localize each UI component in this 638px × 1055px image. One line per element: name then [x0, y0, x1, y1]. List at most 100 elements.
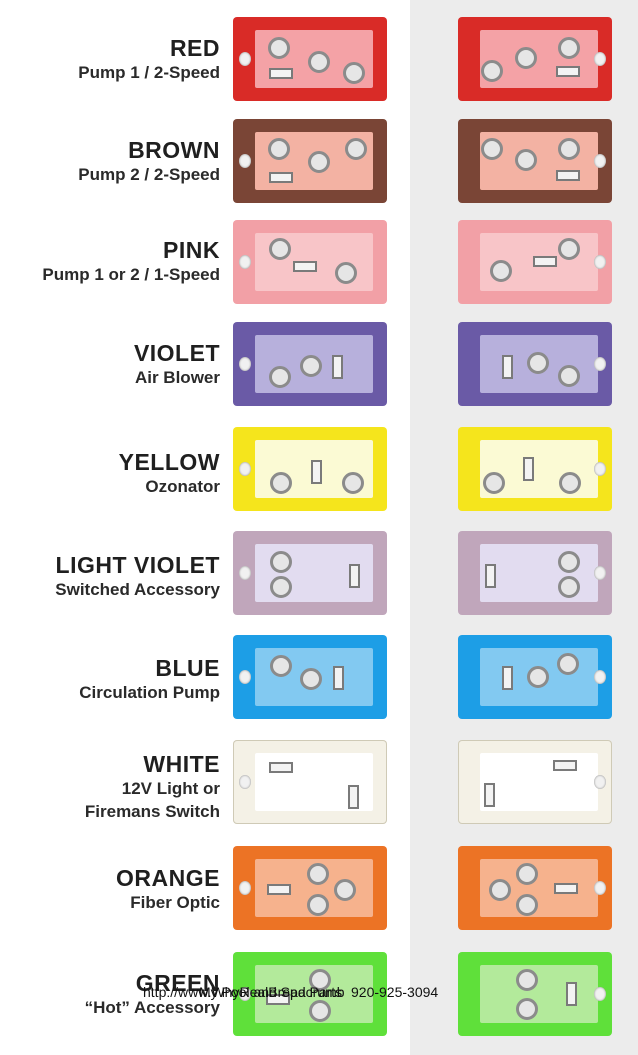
- blade-terminal: [533, 256, 557, 267]
- connector-green-left: [233, 952, 387, 1036]
- connector-white-right: [458, 740, 612, 824]
- pin-socket: [558, 37, 580, 59]
- pin-socket: [307, 894, 329, 916]
- pin-socket: [515, 47, 537, 69]
- pin-socket: [558, 576, 580, 598]
- pin-socket: [268, 37, 290, 59]
- connector-white-left: [233, 740, 387, 824]
- label-light-violet: LIGHT VIOLET Switched Accessory: [55, 553, 220, 601]
- pin-socket: [300, 355, 322, 377]
- latch-nub: [594, 775, 606, 789]
- blade-terminal: [566, 982, 577, 1006]
- connector-name: PINK: [163, 237, 220, 263]
- connector-green-right: [458, 952, 612, 1036]
- blade-terminal: [333, 666, 344, 690]
- connector-desc: Circulation Pump: [79, 683, 220, 702]
- pin-socket: [481, 60, 503, 82]
- caption-phone: 920-925-3094: [351, 984, 439, 1000]
- connector-light-violet-right: [458, 531, 612, 615]
- blade-terminal: [485, 564, 496, 588]
- connector-violet-right: [458, 322, 612, 406]
- blade-terminal: [266, 994, 290, 1005]
- connector-desc: 12V Light or: [121, 779, 220, 798]
- blade-terminal: [269, 68, 293, 79]
- blade-terminal: [553, 760, 577, 771]
- connector-name: BLUE: [155, 655, 220, 681]
- blade-terminal: [293, 261, 317, 272]
- blade-terminal: [349, 564, 360, 588]
- pin-socket: [516, 998, 538, 1020]
- latch-nub: [594, 670, 606, 684]
- blade-terminal: [332, 355, 343, 379]
- connector-name: GREEN: [135, 970, 220, 996]
- label-brown: BROWN Pump 2 / 2-Speed: [78, 138, 220, 186]
- connector-name: LIGHT VIOLET: [55, 552, 220, 578]
- blade-terminal: [523, 457, 534, 481]
- connector-pink-right: [458, 220, 612, 304]
- label-orange: ORANGE Fiber Optic: [116, 866, 220, 914]
- pin-socket: [559, 472, 581, 494]
- pin-socket: [270, 472, 292, 494]
- pin-socket: [481, 138, 503, 160]
- pin-socket: [345, 138, 367, 160]
- connector-pink-left: [233, 220, 387, 304]
- latch-nub: [239, 987, 251, 1001]
- connector-desc: “Hot” Accessory: [84, 998, 220, 1017]
- pin-socket: [342, 472, 364, 494]
- blade-terminal: [502, 355, 513, 379]
- connector-name: YELLOW: [118, 449, 220, 475]
- blade-terminal: [484, 783, 495, 807]
- latch-nub: [239, 775, 251, 789]
- pin-socket: [558, 551, 580, 573]
- connector-violet-left: [233, 322, 387, 406]
- latch-nub: [594, 987, 606, 1001]
- connector-blue-right: [458, 635, 612, 719]
- connector-brown-left: [233, 119, 387, 203]
- blade-terminal: [556, 170, 580, 181]
- blade-terminal: [269, 762, 293, 773]
- pin-socket: [516, 969, 538, 991]
- label-red: RED Pump 1 / 2-Speed: [78, 36, 220, 84]
- pin-socket: [308, 51, 330, 73]
- pin-socket: [515, 149, 537, 171]
- pin-socket: [307, 863, 329, 885]
- blade-terminal: [502, 666, 513, 690]
- connector-yellow-left: [233, 427, 387, 511]
- pin-socket: [557, 653, 579, 675]
- pin-socket: [309, 969, 331, 991]
- connector-blue-left: [233, 635, 387, 719]
- latch-nub: [594, 566, 606, 580]
- pin-socket: [343, 62, 365, 84]
- connector-yellow-right: [458, 427, 612, 511]
- pin-socket: [483, 472, 505, 494]
- connector-name: RED: [169, 35, 220, 61]
- blade-terminal: [556, 66, 580, 77]
- latch-nub: [239, 255, 251, 269]
- blade-terminal: [348, 785, 359, 809]
- connector-face: [480, 544, 598, 602]
- connector-desc: Ozonator: [145, 477, 220, 496]
- connector-brown-right: [458, 119, 612, 203]
- connector-light-violet-left: [233, 531, 387, 615]
- pin-socket: [309, 1000, 331, 1022]
- pin-socket: [270, 655, 292, 677]
- label-blue: BLUE Circulation Pump: [79, 656, 220, 704]
- pin-socket: [268, 138, 290, 160]
- pin-socket: [516, 894, 538, 916]
- latch-nub: [594, 154, 606, 168]
- pin-socket: [335, 262, 357, 284]
- connector-desc: Switched Accessory: [55, 580, 220, 599]
- blade-terminal: [267, 884, 291, 895]
- latch-nub: [239, 52, 251, 66]
- pin-socket: [308, 151, 330, 173]
- pin-socket: [269, 366, 291, 388]
- connector-name: VIOLET: [133, 340, 220, 366]
- pin-socket: [269, 238, 291, 260]
- latch-nub: [594, 52, 606, 66]
- label-green: GREEN “Hot” Accessory: [85, 971, 220, 1019]
- latch-nub: [594, 357, 606, 371]
- latch-nub: [239, 670, 251, 684]
- pin-socket: [516, 863, 538, 885]
- pin-socket: [300, 668, 322, 690]
- pin-socket: [558, 365, 580, 387]
